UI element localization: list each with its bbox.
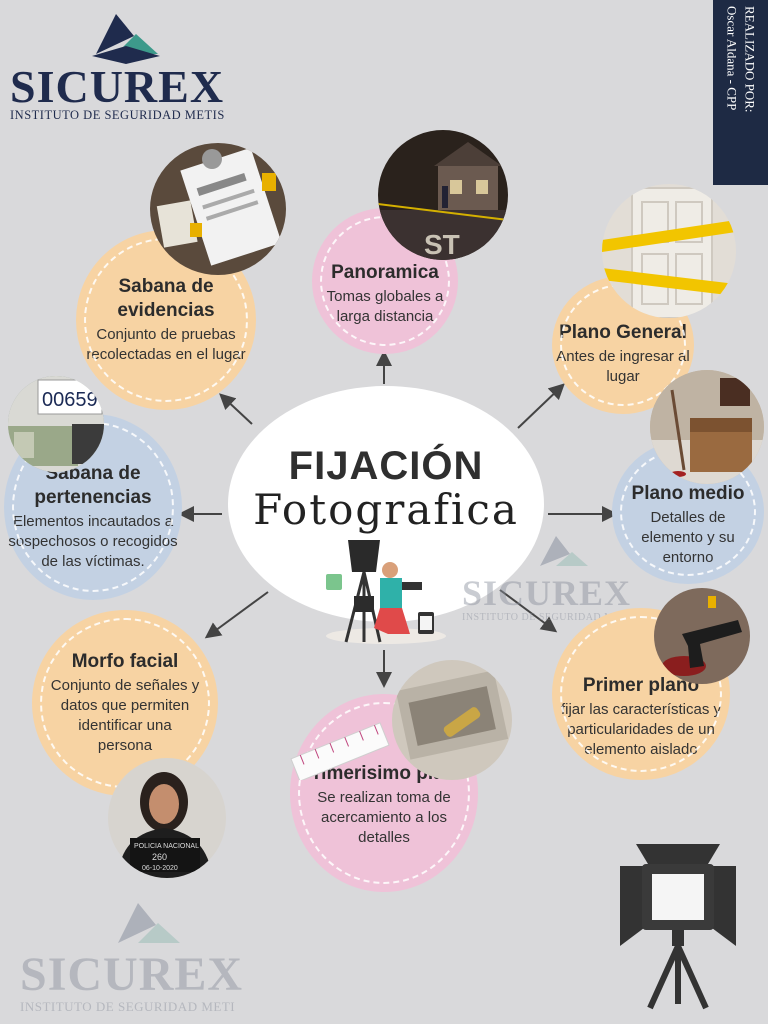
panoramic-photo: ST [378, 130, 508, 260]
card-title: Primer plano [582, 675, 700, 696]
main-title: FIJACIÓN [288, 444, 484, 488]
photographer-illustration [326, 540, 446, 644]
watermark-name: SICUREX [462, 573, 632, 613]
card-desc: Antes de ingresar al lugar [556, 348, 690, 385]
watermark-book-icon [540, 536, 588, 566]
credit-label: REALIZADO POR: [742, 6, 758, 113]
card-desc: Tomas globales a larga distancia [326, 288, 444, 325]
door-tape-photo [602, 184, 736, 318]
watermark-book-icon [118, 903, 180, 943]
card-title: Sabana de pertenencias [34, 463, 152, 508]
arrow-up-right [517, 383, 565, 429]
card-desc: fijar las características y particularid… [560, 701, 722, 758]
logo-name: SICUREX [10, 61, 225, 112]
card-desc: Se realizan toma de acercamiento a los d… [317, 789, 451, 846]
mugshot-person-icon: POLICIA NACIONAL 260 06-10-2020 [118, 772, 212, 878]
evidence-photo [150, 143, 286, 275]
gun-photo [654, 588, 750, 684]
card-title: Panoramica [331, 262, 439, 283]
arrow-up-left [219, 393, 253, 425]
ruler-icon [290, 722, 390, 780]
card-title: Sabana de evidencias [117, 276, 215, 321]
card-desc: Elementos incautados a sospechosos o rec… [8, 513, 178, 570]
money-evidence-icon: 00659 [8, 376, 104, 472]
evidence-number-text: 00659 [42, 389, 98, 411]
closeup-photo [392, 660, 512, 780]
watermark-name: SICUREX [20, 948, 244, 1001]
evidence-clipboard-icon [156, 147, 282, 266]
book-logo-icon [92, 14, 160, 64]
handgun-icon [662, 596, 742, 676]
arrow-down-left [204, 591, 269, 639]
main-subtitle: Fotografica [253, 485, 519, 534]
card-desc: Conjunto de señales y datos que permiten… [50, 677, 200, 754]
house-night-icon: ST [378, 142, 508, 260]
watermark-subtitle: INSTITUTO DE SEGURIDAD METI [20, 999, 236, 1014]
card-desc: Detalles de elemento y su entorno [641, 509, 735, 566]
belongings-photo: 00659 [8, 376, 104, 472]
bullet-casing-icon [395, 670, 509, 760]
watermark-subtitle: INSTITUTO DE SEGURIDAD METIS [462, 612, 637, 623]
mugshot-photo: POLICIA NACIONAL 260 06-10-2020 [108, 758, 226, 878]
arrow-down-right [499, 589, 558, 633]
crime-tape-door-icon [602, 187, 736, 318]
card-title: Plano medio [631, 483, 745, 504]
credit-box: REALIZADO POR: Oscar Aldana - CPP [713, 0, 768, 185]
watermark-middle: SICUREX INSTITUTO DE SEGURIDAD METIS [462, 532, 662, 628]
mugshot-line-3: 06-10-2020 [142, 865, 178, 872]
mugshot-line-2: 260 [152, 852, 167, 862]
trunk-photo [650, 370, 764, 484]
logo-subtitle: INSTITUTO DE SEGURIDAD METIS [10, 108, 225, 122]
card-title: Plano General [559, 322, 687, 343]
watermark-bottom: SICUREX INSTITUTO DE SEGURIDAD METI [20, 895, 280, 1015]
trunk-scene-icon [650, 370, 764, 484]
card-title: Morfo facial [71, 651, 179, 672]
sicurex-logo: SICUREX INSTITUTO DE SEGURIDAD METIS [6, 4, 251, 124]
street-sign-text: ST [424, 229, 460, 260]
studio-light-icon [620, 844, 736, 1010]
card-sabana-evidencias: Sabana de evidencias Conjunto de pruebas… [76, 230, 256, 410]
mugshot-line-1: POLICIA NACIONAL [134, 843, 199, 850]
card-desc: Conjunto de pruebas recolectadas en el l… [86, 326, 246, 363]
credit-author: Oscar Aldana - CPP [724, 6, 740, 111]
